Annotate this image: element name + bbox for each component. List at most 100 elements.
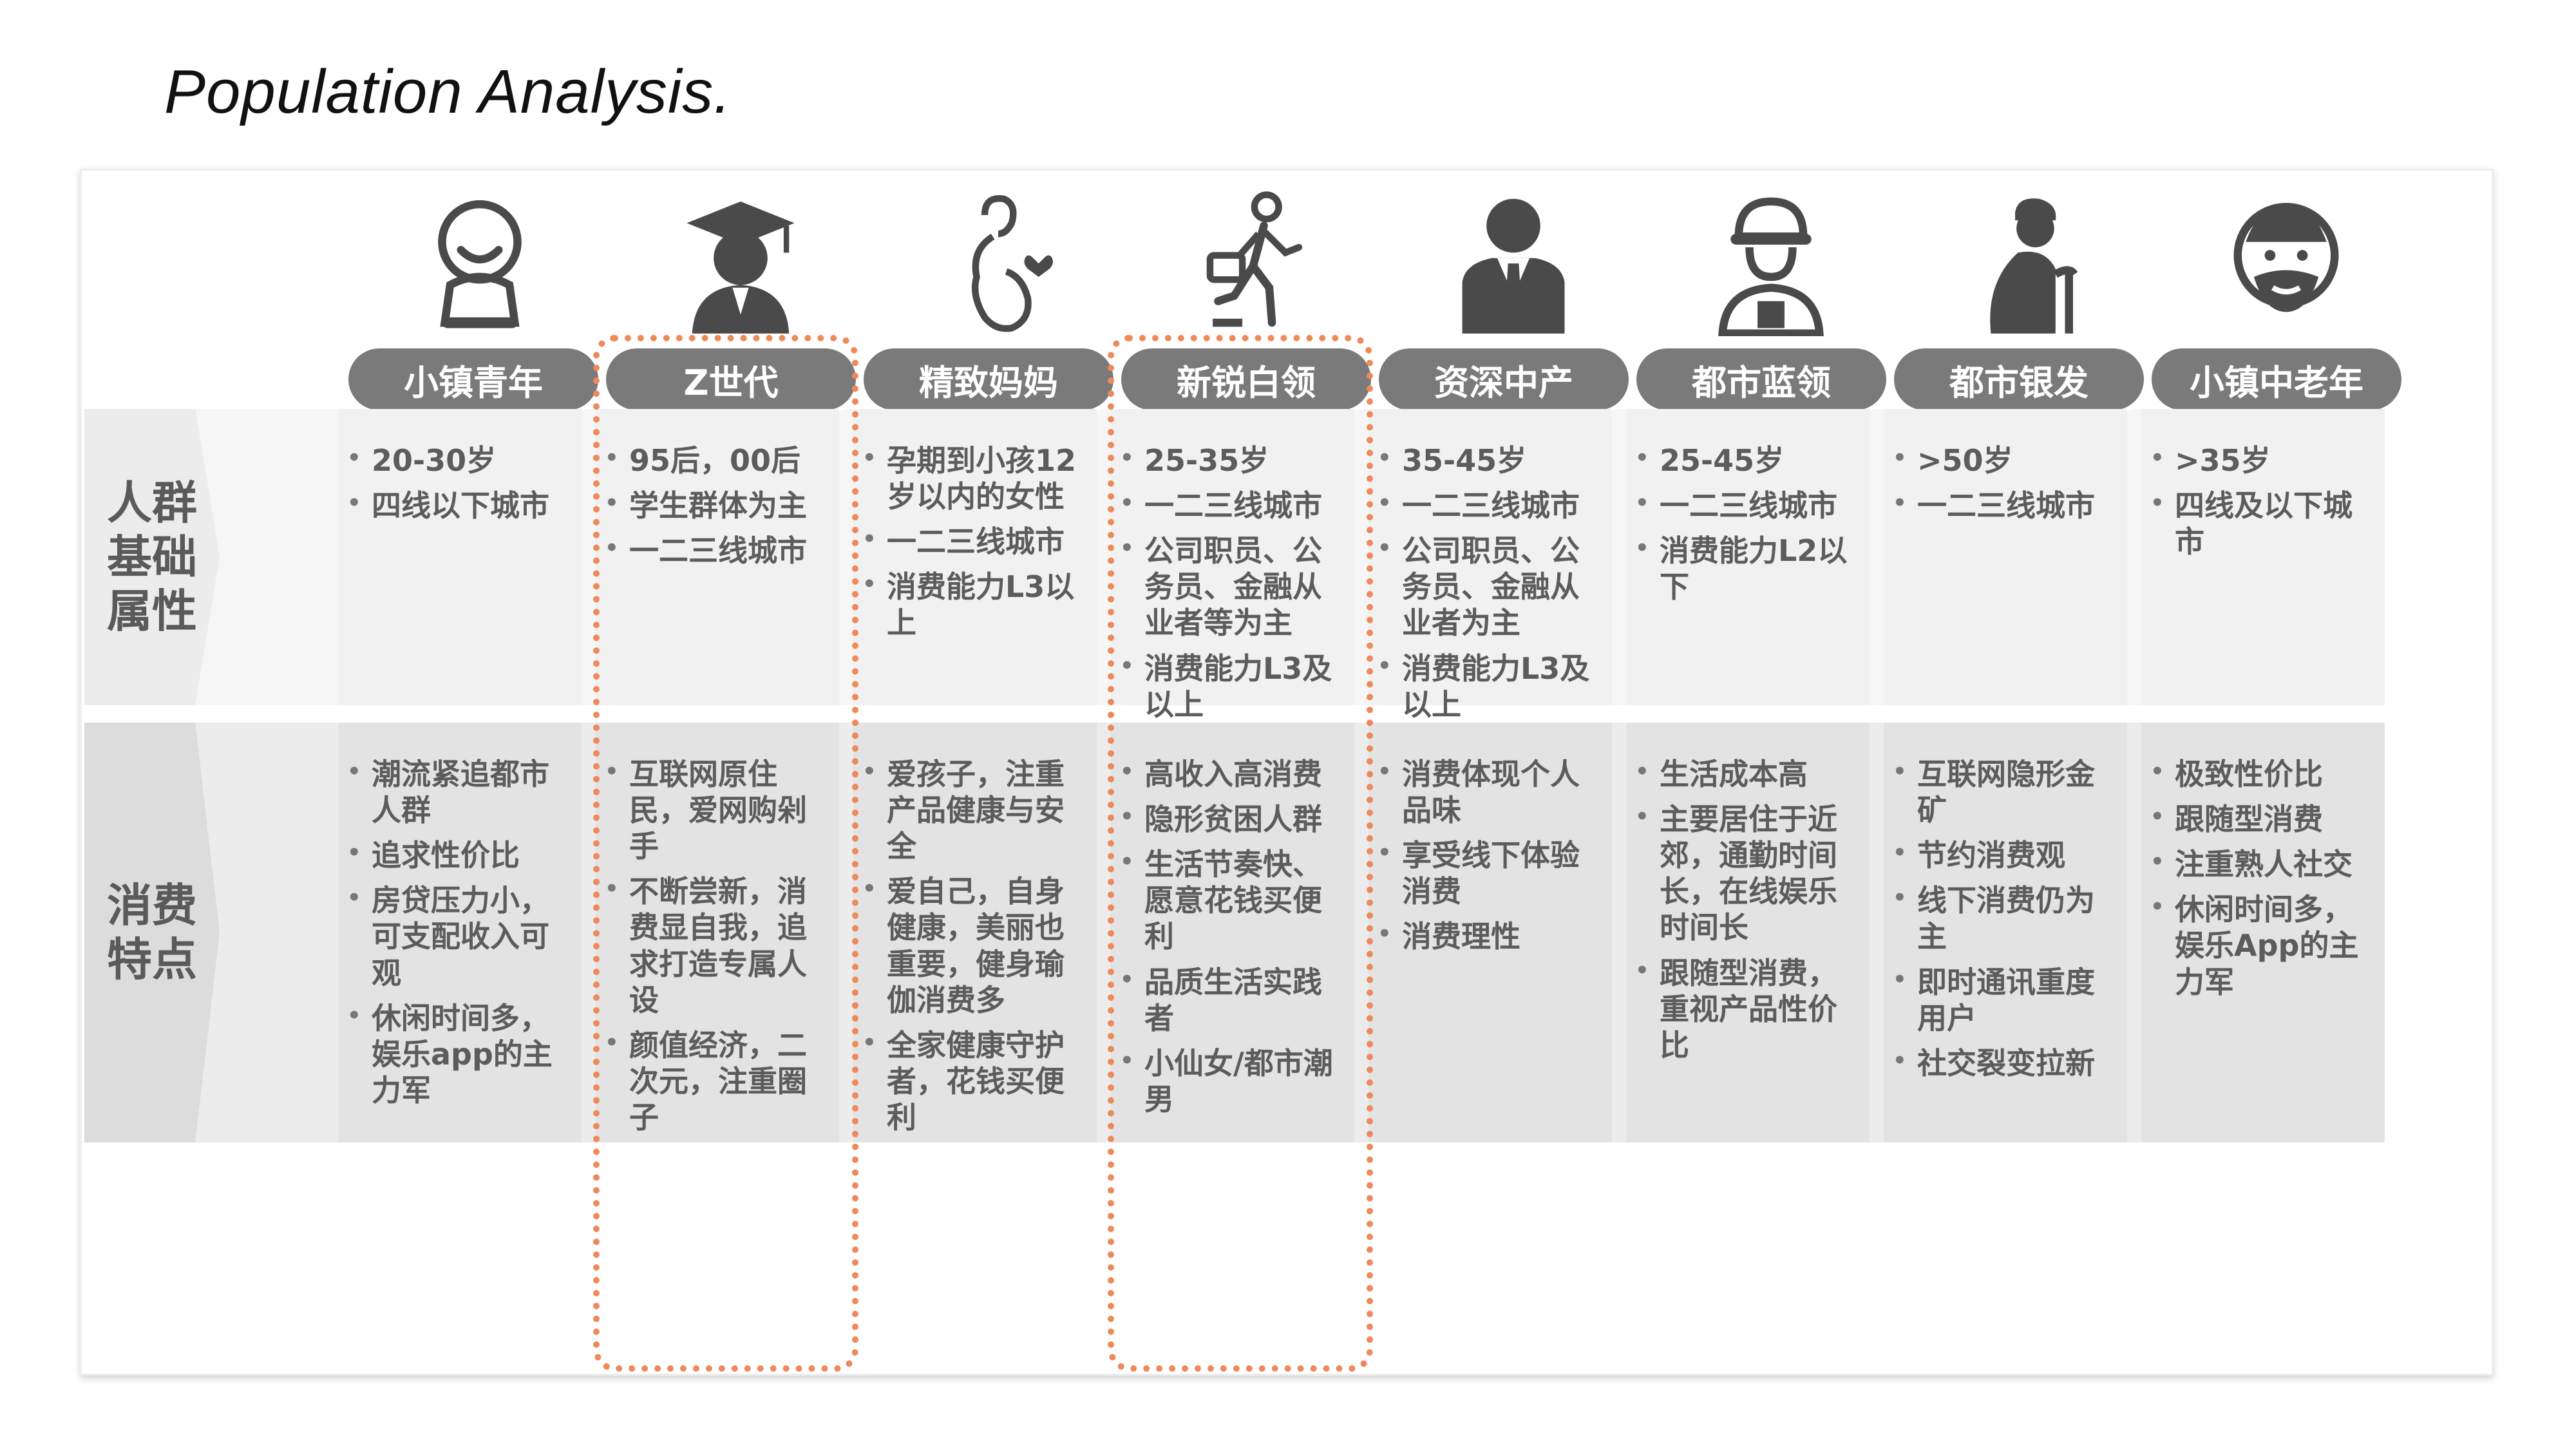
- businessman-suit-icon: [1446, 188, 1581, 336]
- bullet-item: 小仙女/都市潮男: [1120, 1045, 1343, 1117]
- persona-header: 都市银发: [1890, 345, 2148, 414]
- bullet-item: 不断尝新，消费显自我，追求打造专属人设: [605, 873, 828, 1018]
- row-label-basic: 人群基础属性: [84, 409, 220, 705]
- persona-header: 新锐白领: [1117, 345, 1375, 414]
- bullet-item: >35岁: [2150, 442, 2373, 478]
- bullet-item: 一二三线城市: [605, 533, 828, 569]
- bullet-item: >50岁: [1893, 442, 2116, 478]
- elderly-cane-icon: [1961, 188, 2096, 336]
- row-label-consume: 消费特点: [84, 723, 220, 1142]
- bullet-item: 25-45岁: [1635, 442, 1858, 478]
- bullet-list: 95后，00后学生群体为主一二三线城市: [596, 409, 839, 569]
- persona-header: 小镇中老年: [2148, 345, 2405, 414]
- bullet-item: 消费能力L3以上: [862, 569, 1085, 641]
- bullet-item: 20-30岁: [347, 442, 570, 478]
- consumption-traits-cell: 潮流紧追都市人群追求性价比房贷压力小，可支配收入可观休闲时间多，娱乐app的主力…: [338, 723, 582, 1142]
- pregnant-mother-icon: [931, 188, 1066, 336]
- bullet-item: 享受线下体验消费: [1378, 837, 1600, 909]
- bullet-list: >35岁四线及以下城市: [2141, 409, 2385, 560]
- consumption-traits-cell: 消费体现个人品味享受线下体验消费消费理性: [1368, 723, 1612, 1142]
- bullet-item: 高收入高消费: [1120, 756, 1343, 792]
- persona-header: 小镇青年: [345, 345, 602, 414]
- basic-attributes-cell: 20-30岁四线以下城市: [338, 409, 582, 705]
- bullet-item: 消费能力L2以下: [1635, 533, 1858, 605]
- bullet-item: 注重熟人社交: [2150, 846, 2373, 882]
- bullet-item: 线下消费仍为主: [1893, 882, 2116, 954]
- bullet-item: 主要居住于近郊，通勤时间长，在线娱乐时间长: [1635, 801, 1858, 945]
- bullet-item: 爱孩子，注重产品健康与安全: [862, 756, 1085, 864]
- bearded-elder-icon: [2219, 188, 2354, 336]
- bullet-list: 25-45岁一二三线城市消费能力L2以下: [1626, 409, 1870, 605]
- bullet-item: 爱自己，自身健康，美丽也重要，健身瑜伽消费多: [862, 873, 1085, 1018]
- bullet-item: 一二三线城市: [1893, 488, 2116, 524]
- bullet-item: 跟随型消费，重视产品性价比: [1635, 955, 1858, 1063]
- basic-attributes-cell: >35岁四线及以下城市: [2141, 409, 2385, 705]
- bullet-item: 35-45岁: [1378, 442, 1600, 478]
- bullet-item: 极致性价比: [2150, 756, 2373, 792]
- bullet-item: 隐形贫困人群: [1120, 801, 1343, 837]
- persona-header: 都市蓝领: [1633, 345, 1890, 414]
- smiling-youth-icon: [412, 188, 547, 336]
- bullet-item: 消费能力L3及以上: [1120, 650, 1343, 723]
- bullet-item: 25-35岁: [1120, 442, 1343, 478]
- highlight-frame: [1108, 335, 1373, 1372]
- persona-header: 资深中产: [1375, 345, 1633, 414]
- bullet-list: 互联网原住民，爱网购剁手不断尝新，消费显自我，追求打造专属人设颜值经济，二次元，…: [596, 723, 839, 1135]
- bullet-list: >50岁一二三线城市: [1884, 409, 2127, 524]
- bullet-item: 颜值经济，二次元，注重圈子: [605, 1027, 828, 1135]
- bullet-list: 25-35岁一二三线城市公司职员、公务员、金融从业者等为主消费能力L3及以上: [1111, 409, 1354, 723]
- bullet-list: 生活成本高主要居住于近郊，通勤时间长，在线娱乐时间长跟随型消费，重视产品性价比: [1626, 723, 1870, 1063]
- bullet-item: 追求性价比: [347, 837, 570, 873]
- bullet-list: 高收入高消费隐形贫困人群生活节奏快、愿意花钱买便利品质生活实践者小仙女/都市潮男: [1111, 723, 1354, 1117]
- consumption-traits-cell: 互联网原住民，爱网购剁手不断尝新，消费显自我，追求打造专属人设颜值经济，二次元，…: [596, 723, 839, 1142]
- bullet-item: 孕期到小孩12岁以内的女性: [862, 442, 1085, 515]
- bullet-list: 极致性价比跟随型消费注重熟人社交休闲时间多，娱乐App的主力军: [2141, 723, 2385, 1000]
- bullet-list: 孕期到小孩12岁以内的女性一二三线城市消费能力L3以上: [853, 409, 1097, 641]
- graduate-icon: [673, 188, 808, 336]
- consumption-traits-cell: 生活成本高主要居住于近郊，通勤时间长，在线娱乐时间长跟随型消费，重视产品性价比: [1626, 723, 1870, 1142]
- bullet-item: 休闲时间多，娱乐App的主力军: [2150, 891, 2373, 999]
- bullet-item: 潮流紧追都市人群: [347, 756, 570, 828]
- bullet-list: 爱孩子，注重产品健康与安全爱自己，自身健康，美丽也重要，健身瑜伽消费多全家健康守…: [853, 723, 1097, 1135]
- bullet-item: 四线及以下城市: [2150, 488, 2373, 560]
- bullet-list: 消费体现个人品味享受线下体验消费消费理性: [1368, 723, 1612, 955]
- basic-attributes-cell: 35-45岁一二三线城市公司职员、公务员、金融从业者为主消费能力L3及以上: [1368, 409, 1612, 722]
- bullet-item: 跟随型消费: [2150, 801, 2373, 837]
- consumption-traits-cell: 互联网隐形金矿节约消费观线下消费仍为主即时通讯重度用户社交裂变拉新: [1884, 723, 2127, 1142]
- bullet-item: 节约消费观: [1893, 837, 2116, 873]
- bullet-item: 消费体现个人品味: [1378, 756, 1600, 828]
- bullet-item: 一二三线城市: [862, 524, 1085, 560]
- page-title: Population Analysis.: [164, 57, 732, 126]
- bullet-item: 生活节奏快、愿意花钱买便利: [1120, 846, 1343, 954]
- bullet-item: 公司职员、公务员、金融从业者为主: [1378, 533, 1600, 641]
- consumption-traits-cell: 极致性价比跟随型消费注重熟人社交休闲时间多，娱乐App的主力军: [2141, 723, 2385, 1142]
- bullet-list: 互联网隐形金矿节约消费观线下消费仍为主即时通讯重度用户社交裂变拉新: [1884, 723, 2127, 1081]
- bullet-item: 生活成本高: [1635, 756, 1858, 792]
- consumption-traits-cell: 高收入高消费隐形贫困人群生活节奏快、愿意花钱买便利品质生活实践者小仙女/都市潮男: [1111, 723, 1354, 1142]
- basic-attributes-cell: 25-35岁一二三线城市公司职员、公务员、金融从业者等为主消费能力L3及以上: [1111, 409, 1354, 722]
- bullet-item: 一二三线城市: [1378, 488, 1600, 524]
- bullet-item: 学生群体为主: [605, 488, 828, 524]
- bullet-item: 即时通讯重度用户: [1893, 964, 2116, 1036]
- bullet-item: 全家健康守护者，花钱买便利: [862, 1027, 1085, 1135]
- basic-attributes-cell: 25-45岁一二三线城市消费能力L2以下: [1626, 409, 1870, 705]
- bullet-list: 潮流紧追都市人群追求性价比房贷压力小，可支配收入可观休闲时间多，娱乐app的主力…: [338, 723, 582, 1108]
- bullet-item: 休闲时间多，娱乐app的主力军: [347, 1000, 570, 1108]
- basic-attributes-cell: 95后，00后学生群体为主一二三线城市: [596, 409, 839, 705]
- bullet-item: 一二三线城市: [1635, 488, 1858, 524]
- bullet-list: 20-30岁四线以下城市: [338, 409, 582, 524]
- bullet-item: 公司职员、公务员、金融从业者等为主: [1120, 533, 1343, 641]
- bullet-list: 35-45岁一二三线城市公司职员、公务员、金融从业者为主消费能力L3及以上: [1368, 409, 1612, 723]
- bullet-item: 社交裂变拉新: [1893, 1045, 2116, 1081]
- bullet-item: 95后，00后: [605, 442, 828, 478]
- bullet-item: 互联网隐形金矿: [1893, 756, 2116, 828]
- bullet-item: 消费能力L3及以上: [1378, 650, 1600, 723]
- bullet-item: 品质生活实践者: [1120, 964, 1343, 1036]
- basic-attributes-cell: 孕期到小孩12岁以内的女性一二三线城市消费能力L3以上: [853, 409, 1097, 705]
- bullet-item: 消费理性: [1378, 918, 1600, 954]
- consumption-traits-cell: 爱孩子，注重产品健康与安全爱自己，自身健康，美丽也重要，健身瑜伽消费多全家健康守…: [853, 723, 1097, 1142]
- walking-briefcase-icon: [1188, 188, 1323, 336]
- bullet-item: 一二三线城市: [1120, 488, 1343, 524]
- basic-attributes-cell: >50岁一二三线城市: [1884, 409, 2127, 705]
- bullet-item: 四线以下城市: [347, 488, 570, 524]
